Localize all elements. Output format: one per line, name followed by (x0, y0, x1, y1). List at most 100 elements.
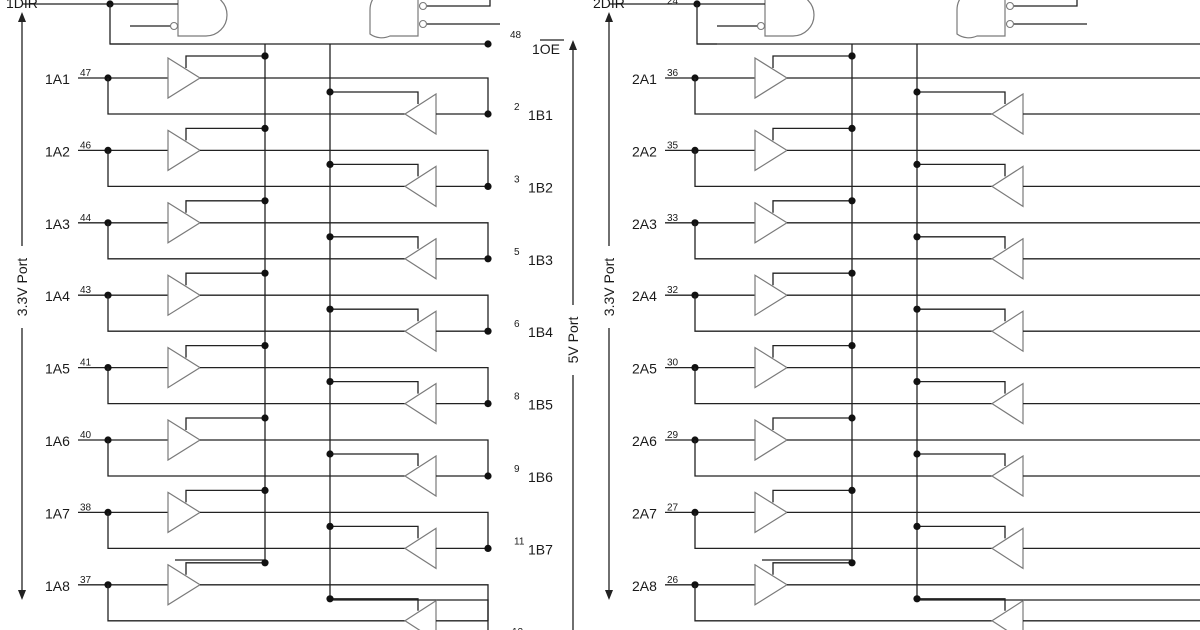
junction-dot (913, 450, 921, 458)
wire (107, 78, 405, 115)
wire (200, 294, 489, 332)
junction-dot (326, 450, 334, 458)
a-port-label: 2A8 (632, 578, 657, 594)
buffer-a-to-b (167, 274, 202, 317)
wire (694, 584, 992, 622)
buffer-a-to-b (754, 201, 789, 244)
wire (694, 78, 992, 115)
junction-dot (326, 522, 334, 531)
arrow-up-icon (569, 40, 577, 50)
wire (185, 127, 265, 141)
buffer-a-to-b (167, 346, 202, 389)
a-pin-number: 43 (80, 285, 92, 296)
buffer-a-to-b (167, 129, 202, 172)
junction-dot (484, 40, 492, 48)
a-pin-number: 27 (667, 502, 679, 513)
channel-8: 1A83712 (45, 559, 524, 630)
junction-dot (326, 595, 334, 603)
wire (185, 55, 265, 68)
junction-dot (484, 110, 492, 118)
wire (772, 489, 852, 503)
buffer-a-to-b (754, 346, 789, 389)
wire (330, 380, 419, 394)
wire (330, 91, 419, 104)
wire (917, 163, 1006, 177)
junction-dot (913, 595, 921, 603)
wire (1014, 0, 1078, 7)
wire (772, 562, 852, 575)
wire (185, 344, 265, 358)
a-port-label: 1A7 (45, 505, 70, 521)
inverter-bubble (418, 1, 428, 11)
wire (200, 77, 489, 114)
buffer-a-to-b (754, 129, 789, 172)
a-port-label: 2A6 (632, 433, 657, 449)
and-gate-symbol (177, 0, 228, 37)
buffer-b-to-a (990, 527, 1024, 570)
junction-dot (261, 269, 269, 277)
a-port-label: 1A6 (45, 433, 70, 449)
a-pin-number: 29 (667, 430, 679, 441)
dir-pin-number: 24 (667, 0, 679, 7)
junction-dot (913, 522, 921, 531)
buffer-a-to-b (167, 418, 202, 462)
junction-dot (261, 559, 269, 567)
buffer-b-to-a (403, 382, 437, 425)
buffer-block-2: 2DIR24252OE2A136132B12A235142B22A333162B… (593, 0, 1200, 630)
junction-dot (848, 486, 856, 494)
arrow-up-icon (18, 12, 26, 22)
b-pin-number: 8 (514, 392, 520, 403)
junction-dot (484, 182, 492, 190)
buffer-a-to-b (167, 201, 202, 244)
junction-dot (261, 414, 269, 422)
junction-dot (848, 414, 856, 422)
b-pin-number: 12 (512, 627, 524, 630)
arrow-up-icon (605, 12, 613, 22)
junction-dot (326, 88, 334, 96)
inverter-bubble (1005, 1, 1015, 11)
wire (330, 308, 419, 322)
wire (917, 525, 1006, 539)
wire (330, 453, 419, 466)
wire (917, 453, 1006, 466)
b-pin-number: 2 (514, 102, 520, 113)
wire (185, 489, 265, 503)
left-port-label: 3.3V Port (601, 258, 617, 316)
a-pin-number: 37 (80, 575, 92, 586)
buffer-b-to-a (990, 310, 1024, 353)
channel-7: 2A727222B7 (632, 486, 1200, 570)
oe-pin-number: 48 (510, 30, 522, 41)
b-port-label: 1B4 (528, 324, 553, 340)
dir-label: 1DIR (6, 0, 38, 11)
wire (694, 512, 992, 550)
inverter-bubble (1005, 19, 1015, 29)
junction-dot (848, 197, 856, 205)
buffer-b-to-a (990, 92, 1024, 136)
wire (185, 200, 265, 213)
junction-dot (484, 544, 492, 553)
wire (787, 222, 1200, 224)
wire (200, 439, 489, 476)
dir-label: 2DIR (593, 0, 625, 11)
junction-dot (484, 255, 492, 263)
a-port-label: 1A2 (45, 143, 70, 159)
wire (427, 0, 491, 7)
junction-dot (848, 269, 856, 277)
wire (200, 366, 489, 404)
buffer-b-to-a (403, 454, 437, 498)
junction-dot (261, 52, 269, 60)
a-port-label: 2A3 (632, 216, 657, 232)
wire (330, 525, 419, 539)
wire (694, 222, 992, 260)
wire (772, 127, 852, 141)
wire (107, 150, 405, 188)
a-pin-number: 41 (80, 358, 92, 369)
right-port-label: 5V Port (565, 317, 581, 364)
buffer-b-to-a (990, 454, 1024, 498)
